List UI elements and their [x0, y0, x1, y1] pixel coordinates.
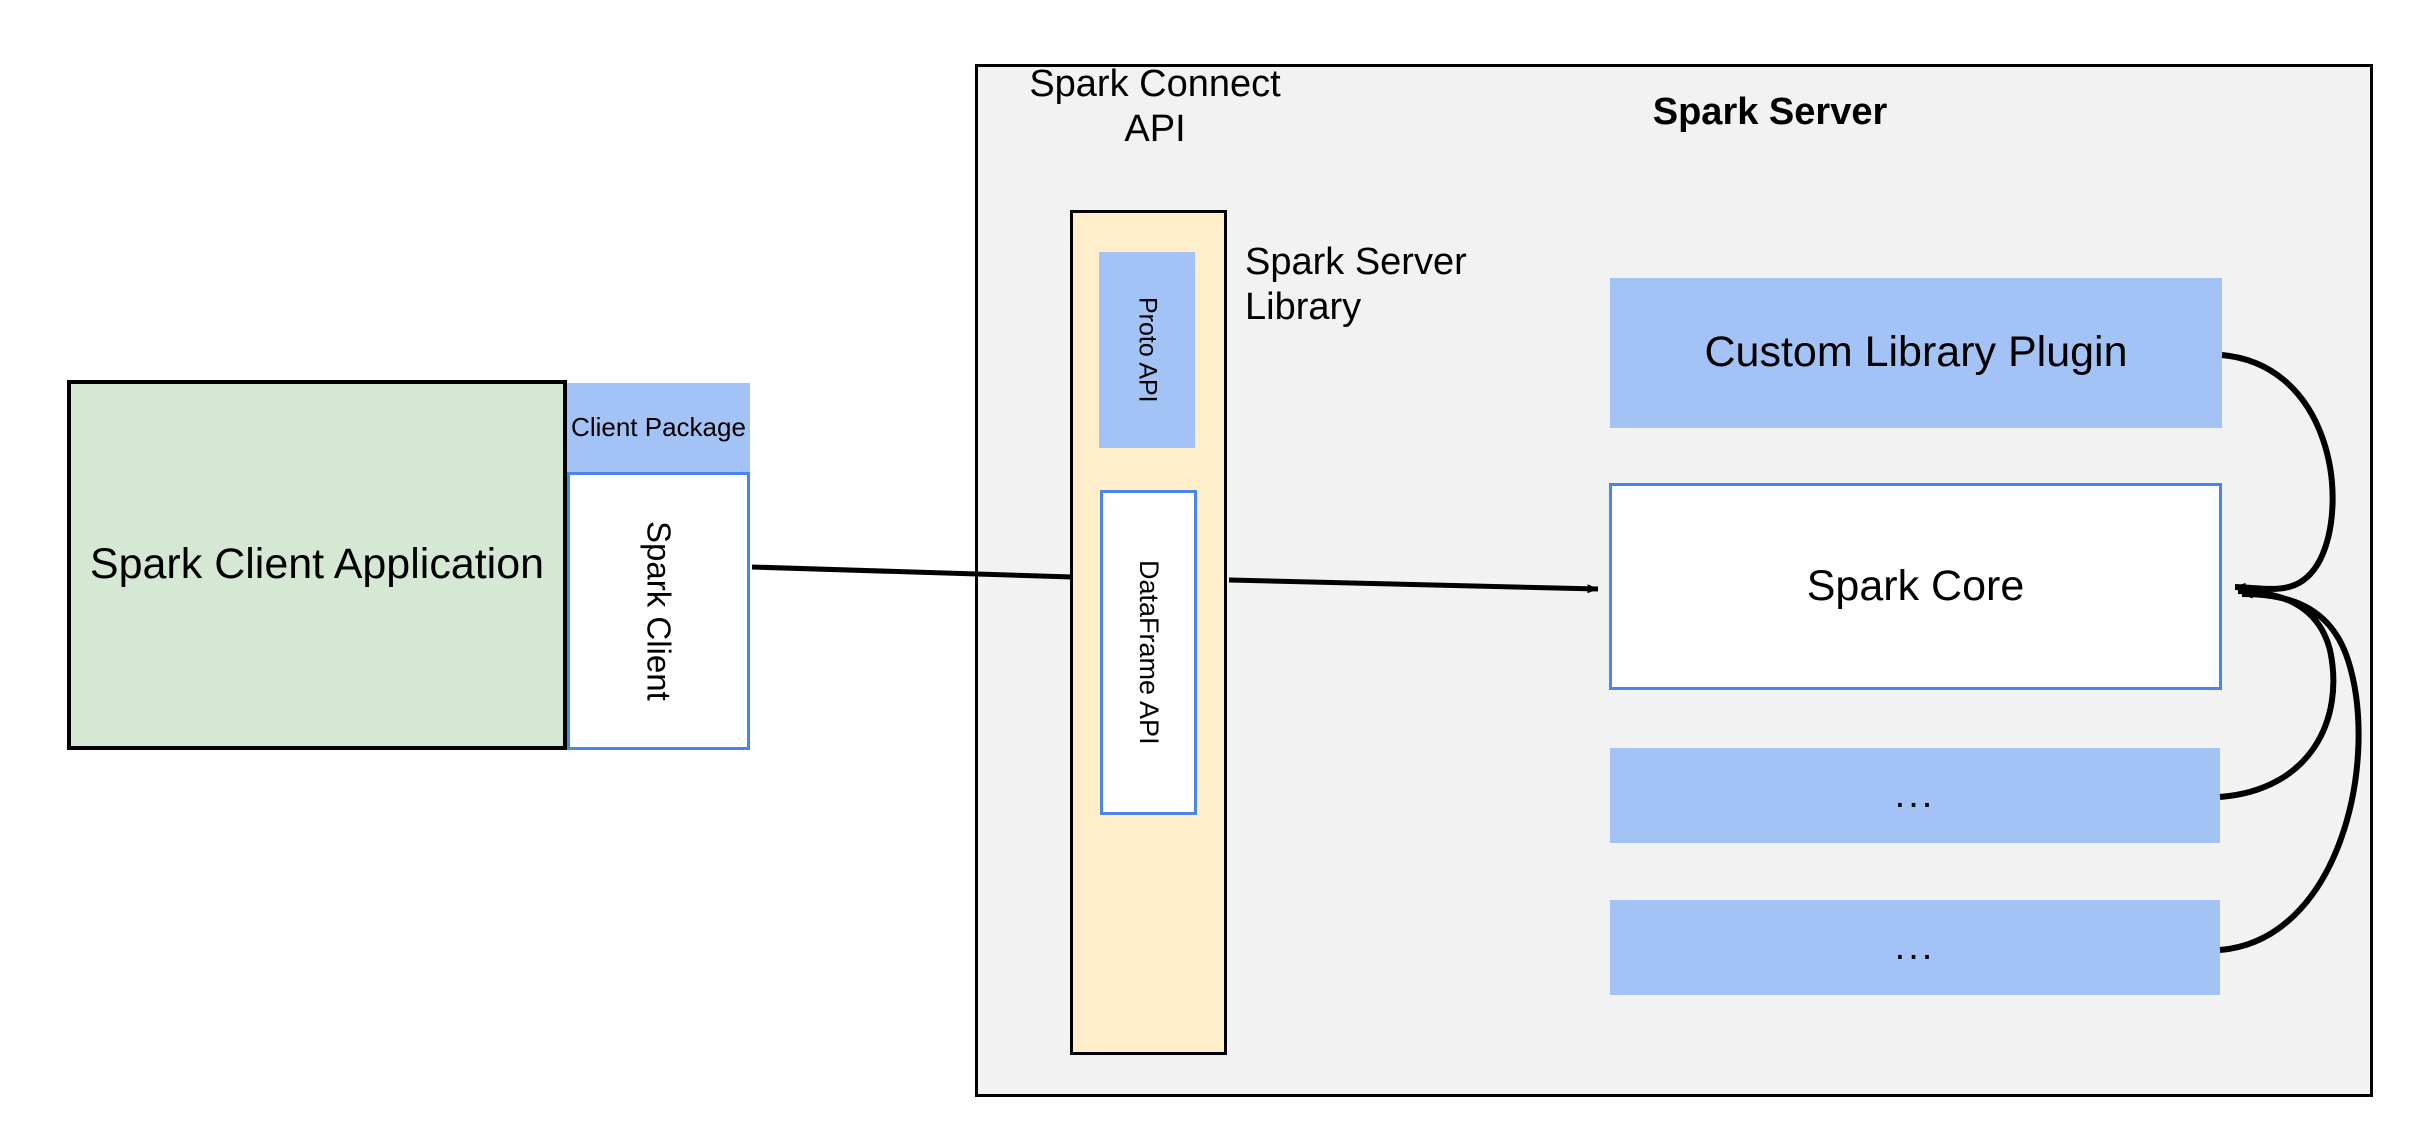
- dataframe-api-label: DataFrame API: [1134, 560, 1165, 745]
- spark-client-application-box: Spark Client Application: [67, 380, 567, 750]
- server-component-ellipsis-one: ...: [1610, 748, 2220, 843]
- spark-server-library-label: Spark Server Library: [1245, 241, 1467, 328]
- server-component-ellipsis-two: ...: [1610, 900, 2220, 995]
- custom-library-plugin-box: Custom Library Plugin: [1610, 278, 2222, 428]
- spark-client-box: Spark Client: [567, 472, 750, 750]
- spark-server-title: Spark Server: [1652, 91, 1888, 133]
- proto-api-box: Proto API: [1099, 252, 1195, 448]
- dataframe-api-box: DataFrame API: [1100, 490, 1197, 815]
- spark-client-label: Spark Client: [640, 521, 678, 701]
- spark-connect-api-label: Spark Connect API: [1029, 63, 1281, 150]
- client-package-box: Client Package: [567, 383, 750, 473]
- proto-api-label: Proto API: [1133, 297, 1162, 403]
- spark-core-box: Spark Core: [1609, 483, 2222, 690]
